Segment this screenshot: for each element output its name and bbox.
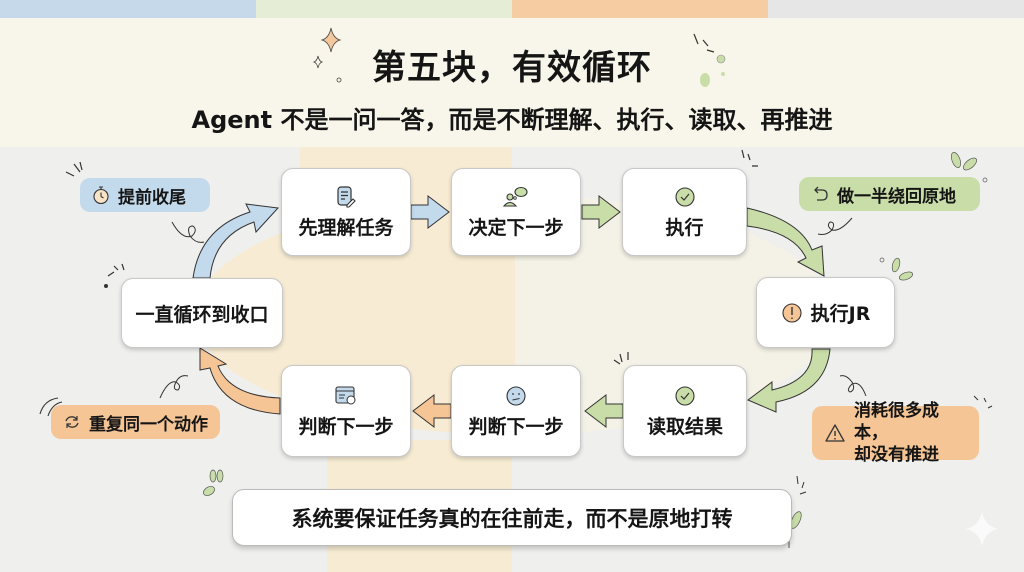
top-strip-green [256,0,512,18]
annotation-label: 重复同一个动作 [89,414,208,435]
people-chat-icon [503,185,529,209]
page-subtitle: Agent 不是一问一答，而是不断理解、执行、读取、再推进 [191,106,833,134]
scatter-doodle [973,395,993,409]
leaf-icon [963,157,977,171]
check-circle-icon [674,384,696,408]
leaf-icon [891,257,901,273]
annotation-repeat-action: 重复同一个动作 [51,405,220,439]
top-strip-grey [768,0,1024,18]
leaf-icon [951,152,961,168]
squiggle-arrow-doodle [817,217,853,235]
leaf-icon [898,271,914,281]
annotation-label: 做一半绕回原地 [837,186,956,207]
spark-lines [613,352,629,365]
header-background [0,18,1024,147]
dot-decoration [336,77,342,83]
bubble-decoration [716,54,726,64]
annotation-half-back: 做一半绕回原地 [799,177,980,211]
squiggle-arrow-doodle [171,221,205,243]
arrow-judge-to-judge [412,393,452,429]
exclamation-circle-icon [781,301,803,325]
top-strip-orange [512,0,768,18]
annotation-text: 消耗很多成本， 却没有推进 [854,400,967,466]
spark-lines [65,161,83,177]
node-judge-next-2: 判断下一步 [281,365,411,457]
corner-sparkle-icon [966,512,998,546]
node-execute-jr: 执行JR [756,277,895,348]
stopwatch-icon [92,185,110,205]
sparkle-small-icon [312,55,324,69]
footer-message: 系统要保证任务真的在往前走，而不是原地打转 [291,506,733,531]
node-judge-next-1: 判断下一步 [451,365,581,457]
arrow-judge-to-loop [199,347,281,415]
leaf-icon [203,486,215,496]
arrow-understand-to-decide [410,194,450,230]
annotation-cost-no-progress: 消耗很多成本， 却没有推进 [812,401,979,465]
check-circle-icon [674,185,696,209]
spark-lines [796,475,807,495]
node-understand-task: 先理解任务 [281,168,411,256]
footer-message-banner: 系统要保证任务真的在往前走，而不是原地打转 [232,489,792,546]
node-label: 读取结果 [646,415,723,438]
node-read-result: 读取结果 [623,365,747,457]
annotation-label: 提前收尾 [118,187,186,208]
dot-decoration [982,177,988,183]
node-loop-until-close: 一直循环到收口 [121,278,283,348]
browser-refresh-icon [334,384,358,408]
warning-triangle-icon [824,423,846,443]
undo-arrow-icon [811,185,829,203]
node-label: 决定下一步 [468,216,564,239]
node-label: 判断下一步 [468,415,564,438]
spark-lines [107,263,125,277]
arrow-read-to-judge [584,393,624,429]
arrow-decide-to-execute [581,194,621,230]
leaf-icon [209,469,217,483]
squiggle-arrow-doodle [839,375,867,397]
arrow-execute-to-jr [746,207,825,277]
node-label: 执行 [665,216,704,239]
arrow-jr-to-read [747,348,831,413]
leaf-icon [790,511,802,529]
refresh-icon [63,413,81,431]
annotation-line-2: 却没有推进 [854,445,939,465]
bubble-decoration [700,73,710,87]
node-label: 先理解任务 [298,216,394,239]
confused-face-icon [505,384,527,408]
node-label: 执行JR [810,303,871,325]
sparkle-icon [320,27,342,53]
arrow-loop-to-understand [192,203,280,279]
node-label: 判断下一步 [298,415,394,438]
spark-lines [741,149,758,167]
dot-decoration [879,257,885,263]
annotation-early-finish: 提前收尾 [80,178,210,212]
annotation-line-1: 消耗很多成本， [854,401,939,443]
node-label: 一直循环到收口 [135,303,269,326]
spark-lines [693,33,715,53]
node-execute: 执行 [622,168,747,256]
bubble-decoration [721,72,725,76]
squiggle-arrow-doodle [159,375,189,399]
dot-decoration [104,284,108,288]
leaf-icon [216,469,224,483]
page-title: 第五块，有效循环 [372,48,652,88]
node-decide-next: 决定下一步 [451,168,581,256]
top-strip-blue [0,0,256,18]
document-edit-icon [336,185,356,209]
